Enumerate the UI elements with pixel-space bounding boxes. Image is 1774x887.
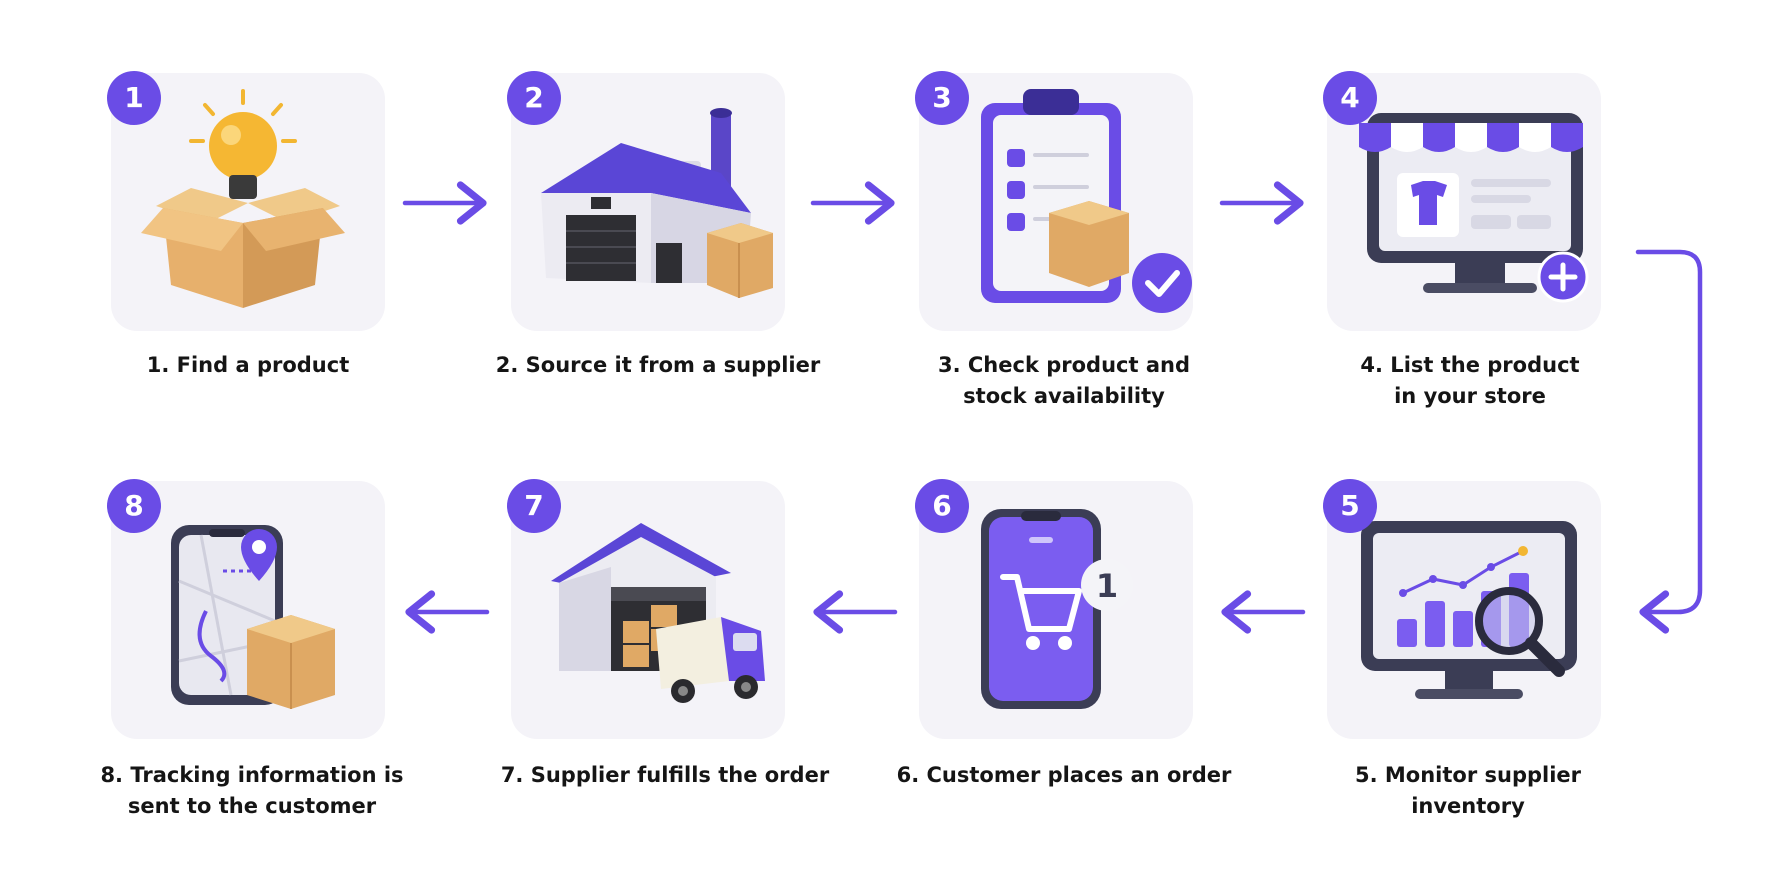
notification-count: 1 — [1096, 567, 1118, 605]
tracking-phone-icon — [171, 525, 335, 709]
shopping-cart-phone-icon: 1 — [981, 509, 1133, 709]
step-number-badge: 4 — [1323, 71, 1377, 125]
step-number-badge: 5 — [1323, 479, 1377, 533]
step-6-card: 6 1 — [915, 479, 1193, 739]
step-8-label: 8. Tracking information is sent to the c… — [100, 763, 404, 818]
step-2-card: 2 — [507, 71, 785, 331]
step-3-label: 3. Check product and stock availability — [938, 353, 1190, 408]
step-4-label: 4. List the product in your store — [1360, 353, 1580, 408]
step-number-badge: 1 — [107, 71, 161, 125]
online-store-monitor-icon — [1359, 113, 1589, 303]
step-1-label: 1. Find a product — [146, 353, 350, 377]
warehouse-icon — [541, 108, 773, 298]
warehouse-truck-icon — [551, 523, 765, 703]
step-8-card: 8 — [107, 479, 385, 739]
step-number-badge: 8 — [107, 479, 161, 533]
step-number-badge: 7 — [507, 479, 561, 533]
step-5-label: 5. Monitor supplier inventory — [1354, 763, 1582, 818]
analytics-monitor-icon — [1361, 521, 1577, 699]
step-4-card: 4 — [1323, 71, 1601, 331]
step-3-card: 3 — [915, 71, 1193, 331]
step-number-badge: 2 — [507, 71, 561, 125]
step-7-label: 7. Supplier fulfills the order — [500, 763, 830, 787]
step-5-card: 5 — [1323, 479, 1601, 739]
step-2-label: 2. Source it from a supplier — [495, 353, 821, 377]
arrow-4-to-5 — [1635, 249, 1703, 634]
step-number-badge: 6 — [915, 479, 969, 533]
lightbulb-in-box-icon — [141, 89, 345, 308]
clipboard-checklist-icon — [981, 89, 1192, 313]
step-1-card: 1 — [107, 71, 385, 331]
step-6-label: 6. Customer places an order — [896, 763, 1232, 787]
step-number-badge: 3 — [915, 71, 969, 125]
step-7-card: 7 — [507, 479, 785, 739]
